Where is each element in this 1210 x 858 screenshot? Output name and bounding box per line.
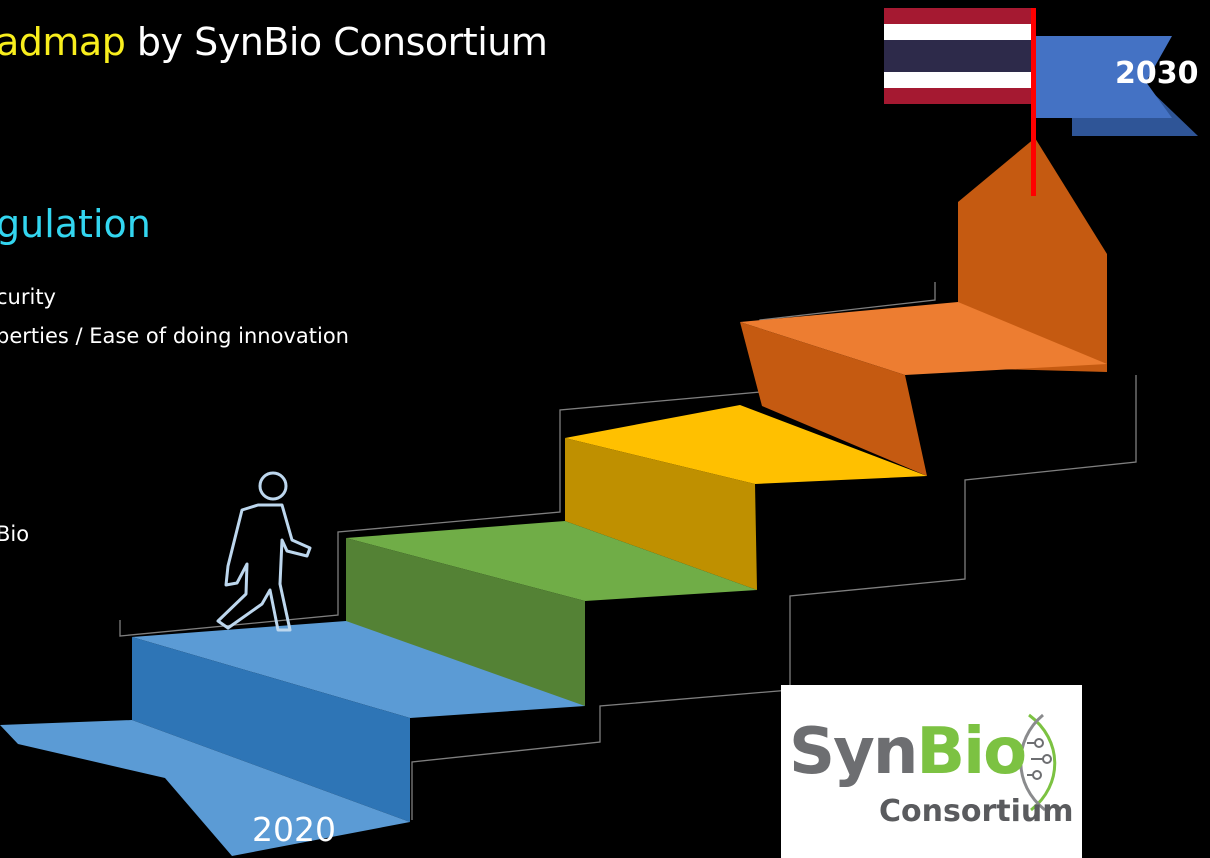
page-title: admap by SynBio Consortium xyxy=(0,18,548,66)
start-arrow xyxy=(0,720,410,856)
logo-wordmark: SynBio xyxy=(789,715,1027,789)
start-year-label: 2020 xyxy=(252,810,336,849)
step-2-tread xyxy=(346,521,757,601)
goal-year-label: 2030 xyxy=(1115,56,1199,91)
section-heading: gulation xyxy=(0,202,151,246)
title-highlight: admap xyxy=(0,20,126,64)
step-1-tread xyxy=(132,621,585,718)
bullet-item: curity xyxy=(0,285,56,309)
flag-stripe xyxy=(884,8,1031,24)
logo-syn: Syn xyxy=(789,715,918,789)
flag-banner xyxy=(1032,36,1172,118)
walking-person-icon xyxy=(216,471,312,632)
flag-pole xyxy=(1031,8,1036,196)
logo-subtitle: Consortium xyxy=(879,794,1074,829)
bullet-item: Bio xyxy=(0,522,30,546)
step-3-riser xyxy=(565,438,757,590)
flag-stripe xyxy=(884,72,1031,88)
logo-bio: Bio xyxy=(916,715,1027,789)
dna-helix-icon xyxy=(1019,713,1057,812)
step-1-riser xyxy=(132,637,410,822)
step-4-tread xyxy=(740,302,1107,375)
synbio-logo: SynBio Consortium xyxy=(781,685,1082,858)
step-2-riser xyxy=(346,538,585,706)
flag-stripe xyxy=(884,24,1031,40)
title-rest: by SynBio Consortium xyxy=(125,20,548,64)
step-4-riser xyxy=(740,322,927,476)
bullet-item: perties / Ease of doing innovation xyxy=(0,324,349,348)
thailand-flag-icon xyxy=(884,8,1198,196)
flag-stripe xyxy=(884,40,1031,72)
flag-stripe xyxy=(884,88,1031,104)
top-step-front xyxy=(958,138,1107,372)
step-3-tread xyxy=(565,405,927,484)
